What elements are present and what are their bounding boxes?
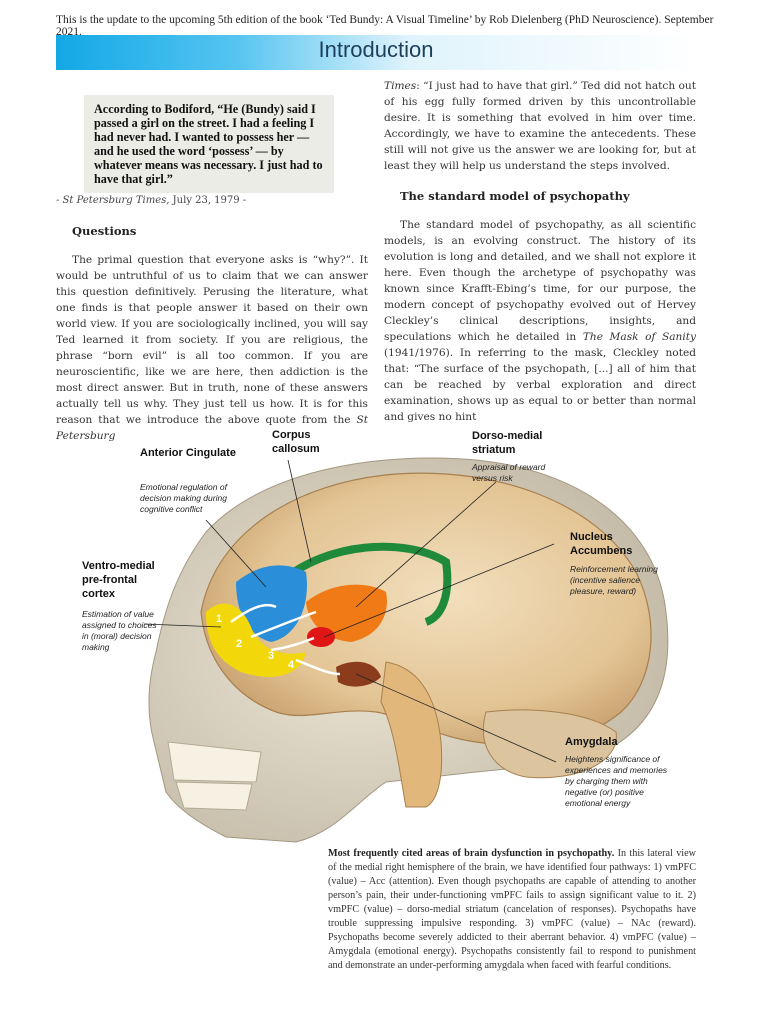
nucleus-accumbens-region bbox=[307, 627, 335, 647]
pathway-1 bbox=[230, 603, 277, 624]
standard-model-text-a: The standard model of psychopathy, as al… bbox=[384, 219, 696, 343]
continued-text: : “I just had to have that girl.” Ted di… bbox=[384, 80, 696, 172]
section-heading-questions: Questions bbox=[72, 224, 137, 238]
caption-bold: Most frequently cited areas of brain dys… bbox=[328, 848, 615, 859]
desc-vmpfc: Estimation of value assigned to choices … bbox=[82, 609, 157, 652]
desc-dorso-medial-striatum: Appraisal of reward versus risk bbox=[472, 462, 546, 483]
brain-illustration: 1 2 3 4 bbox=[143, 457, 669, 843]
standard-model-paragraph: The standard model of psychopathy, as al… bbox=[384, 217, 696, 425]
left-column: According to Bodiford, “He (Bundy) said … bbox=[56, 80, 368, 444]
caption-wrap: Most frequently cited areas of brain dys… bbox=[56, 847, 696, 973]
corpus-callosum-arc bbox=[278, 542, 452, 626]
pathway-2 bbox=[250, 610, 317, 639]
title-banner: Introduction bbox=[56, 35, 696, 70]
label-nucleus-accumbens: Nucleus Accumbens bbox=[570, 531, 633, 557]
pathway-3 bbox=[270, 636, 315, 652]
label-corpus-callosum: Corpus callosum bbox=[272, 429, 320, 455]
label-vmpfc: Ventro-medial pre-frontal cortex bbox=[82, 560, 155, 600]
teeth bbox=[167, 741, 262, 783]
pathway-number-2: 2 bbox=[236, 638, 242, 650]
leader-vmpfc bbox=[143, 623, 222, 628]
pathway-number-4: 4 bbox=[288, 659, 295, 671]
leader-anterior-cingulate bbox=[205, 519, 267, 588]
label-amygdala: Amygdala bbox=[565, 736, 618, 748]
continued-italic: Times bbox=[384, 80, 417, 92]
leader-corpus-callosum bbox=[287, 459, 312, 563]
brain-stem bbox=[380, 661, 443, 808]
quote-clipping: According to Bodiford, “He (Bundy) said … bbox=[84, 95, 334, 193]
pathway-number-3: 3 bbox=[268, 650, 274, 662]
desc-amygdala: Heightens significance of experiences an… bbox=[565, 754, 668, 808]
label-anterior-cingulate: Anterior Cingulate bbox=[140, 447, 236, 459]
pathway-4 bbox=[295, 658, 341, 676]
questions-text-italic: St Petersburg bbox=[56, 414, 368, 442]
cerebellum bbox=[482, 709, 617, 779]
desc-nucleus-accumbens: Reinforcement learning (incentive salien… bbox=[570, 564, 658, 596]
desc-anterior-cingulate: Emotional regulation of decision making … bbox=[140, 482, 227, 514]
quote-source: - St Petersburg Times, July 23, 1979 - bbox=[56, 193, 368, 209]
section-heading-standard-model: The standard model of psychopathy bbox=[400, 189, 630, 203]
right-column: Times: “I just had to have that girl.” T… bbox=[384, 78, 696, 425]
questions-text: The primal question that everyone asks i… bbox=[56, 254, 368, 426]
figure-caption: Most frequently cited areas of brain dys… bbox=[56, 847, 696, 973]
quote-source-date: July 23, 1979 - bbox=[172, 195, 247, 206]
brain-shape bbox=[200, 472, 652, 746]
leader-accumbens bbox=[323, 543, 555, 638]
caption-text: In this lateral view of the medial right… bbox=[328, 848, 697, 971]
leader-striatum bbox=[355, 481, 497, 608]
questions-paragraph: The primal question that everyone asks i… bbox=[56, 252, 368, 444]
label-dorso-medial-striatum: Dorso-medial striatum bbox=[472, 430, 543, 456]
striatum-region bbox=[306, 584, 387, 642]
brain-figure: 1 2 3 4 Anterior Cingulate Emotional reg… bbox=[56, 412, 716, 852]
pathway-number-1: 1 bbox=[216, 613, 222, 625]
standard-model-text-b: (1941/1976). In referring to the mask, C… bbox=[384, 347, 696, 423]
continued-paragraph: Times: “I just had to have that girl.” T… bbox=[384, 78, 696, 174]
page-title: Introduction bbox=[318, 37, 434, 62]
quote-source-name: - St Petersburg Times, bbox=[56, 195, 170, 206]
leader-amygdala bbox=[355, 673, 557, 763]
book-title: The Mask of Sanity bbox=[582, 331, 696, 343]
